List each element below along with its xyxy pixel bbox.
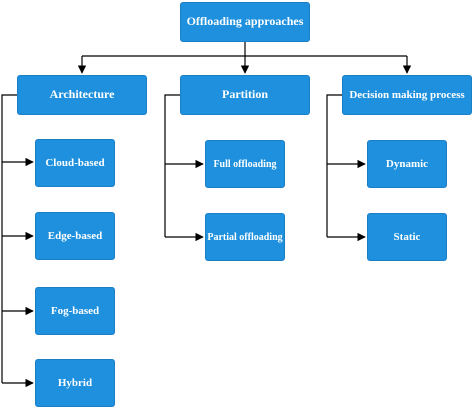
category-decision-making-process: Decision making process bbox=[342, 75, 472, 115]
category-partition: Partition bbox=[180, 75, 310, 115]
leaf-edge-based: Edge-based bbox=[35, 212, 115, 260]
leaf-cloud-based: Cloud-based bbox=[35, 139, 115, 187]
leaf-hybrid: Hybrid bbox=[35, 359, 115, 407]
category-architecture: Architecture bbox=[17, 75, 147, 115]
leaf-full-offloading: Full offloading bbox=[205, 140, 285, 188]
leaf-fog-based: Fog-based bbox=[35, 287, 115, 335]
leaf-dynamic: Dynamic bbox=[367, 140, 447, 188]
root-node: Offloading approaches bbox=[180, 2, 310, 42]
connector-partition-spine bbox=[164, 94, 180, 237]
connector-architecture-spine bbox=[1, 94, 17, 383]
connector-decision-spine bbox=[326, 94, 342, 237]
leaf-partial-offloading: Partial offloading bbox=[205, 213, 285, 261]
leaf-static: Static bbox=[367, 213, 447, 261]
